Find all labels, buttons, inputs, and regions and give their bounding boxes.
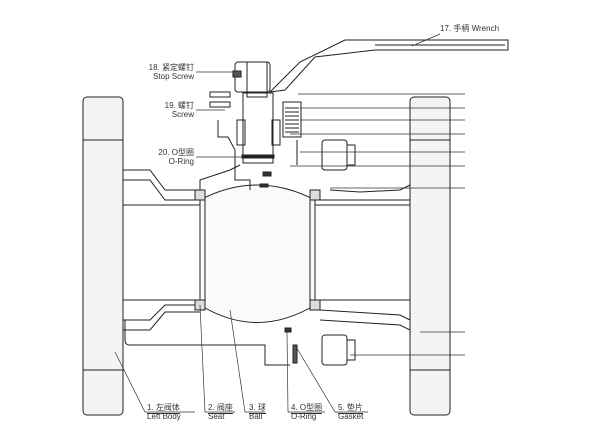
part-cn: 紧定螺钉	[162, 63, 194, 72]
part-cn: O型圈	[171, 148, 194, 157]
stop-screw	[232, 70, 242, 78]
part-cn: 球	[257, 403, 266, 412]
seat-bottom-right	[309, 299, 321, 311]
leader-lines	[114, 33, 465, 413]
right-body-bottom	[319, 309, 411, 321]
part-en: Seat	[208, 412, 225, 421]
part-num: 1.	[147, 403, 154, 412]
part-num: 20.	[158, 148, 170, 157]
ball	[199, 184, 316, 323]
part-en: Left Body	[147, 412, 181, 421]
right-body-top	[329, 184, 411, 193]
part-cn: 垫片	[346, 403, 363, 412]
part-num: 17.	[440, 24, 452, 33]
part-num: 3.	[249, 403, 256, 412]
nut-bottom	[321, 334, 348, 366]
right-flange	[409, 96, 451, 416]
part-en: O-Ring	[291, 412, 317, 421]
seat-top-right	[309, 189, 321, 201]
part-en: Ball	[249, 412, 263, 421]
part-num: 4.	[291, 403, 298, 412]
part-en: Gasket	[338, 412, 364, 421]
part-num: 19.	[164, 101, 176, 110]
seat-top-left	[194, 189, 206, 201]
part-num: 5.	[338, 403, 345, 412]
part-en: Stop Screw	[153, 72, 194, 81]
left-flange	[82, 96, 124, 416]
label-wrench: 17. 手柄 Wrench	[440, 24, 499, 33]
part-num: 18.	[148, 63, 160, 72]
part-num: 2.	[208, 403, 215, 412]
left-body-top	[123, 164, 241, 191]
part-cn: 阀座	[216, 403, 233, 412]
left-body-bottom	[123, 311, 200, 331]
part-en: Screw	[171, 110, 194, 119]
stem	[242, 92, 274, 164]
part-cn: O型圈	[299, 403, 323, 412]
part-en: Wrench	[471, 24, 500, 33]
wrench	[268, 39, 509, 93]
nut-top	[321, 139, 348, 171]
part-en: O-Ring	[168, 157, 194, 166]
part-cn: 螺钉	[178, 101, 194, 110]
stem-o-ring	[241, 154, 275, 159]
part-cn: 左阀体	[155, 403, 180, 412]
part-cn: 手柄	[453, 24, 470, 33]
